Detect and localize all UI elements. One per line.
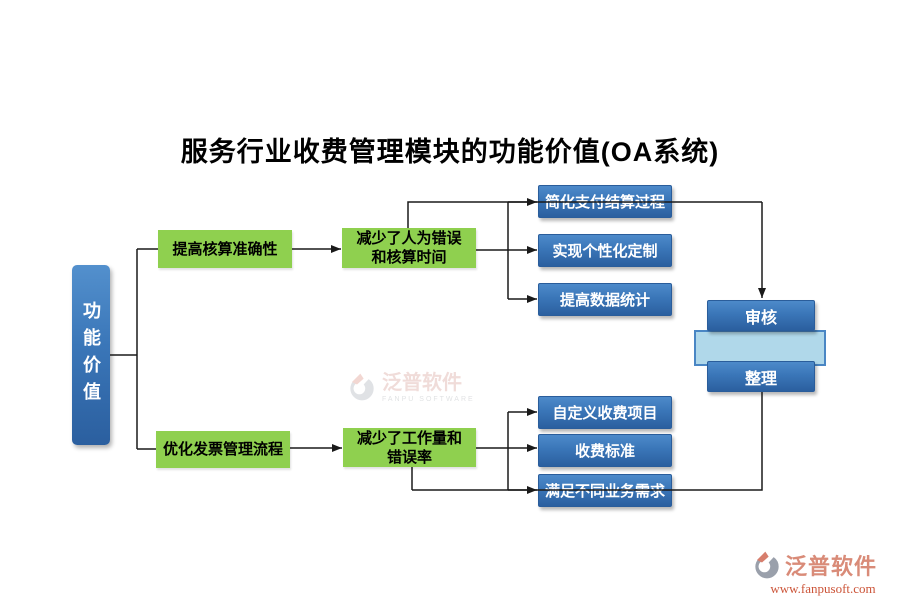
node-label: 自定义收费项目 [552,405,658,422]
node-label: 收费标准 [574,443,635,460]
node-improve-data-statistics: 提高数据统计 [538,283,672,316]
watermark-brand: 泛普软件 [382,372,462,394]
root-node-label: 功能价值 [81,301,101,409]
fanpu-logo-icon [350,373,374,401]
page-title: 服务行业收费管理模块的功能价值(OA系统) [180,137,720,167]
node-label: 审核 [744,309,777,327]
node-meet-business-needs: 满足不同业务需求 [538,474,672,507]
watermark-subtitle: FANPU SOFTWARE [382,396,475,403]
node-label: 简化支付结算过程 [544,194,665,211]
watermark: 泛普软件 FANPU SOFTWARE [347,372,487,403]
footer-brand: 泛普软件 [785,554,878,579]
node-label: 提高核算准确性 [172,240,278,258]
node-simplify-payment-settlement: 简化支付结算过程 [538,185,672,218]
node-label-line2: 错误率 [386,448,432,466]
node-label: 整理 [744,370,777,388]
node-label-line2: 和核算时间 [371,249,447,266]
node-custom-charge-items: 自定义收费项目 [538,396,672,429]
node-label-line1: 减少了人为错误 [356,230,462,247]
node-label-line1: 减少了工作量和 [356,429,462,447]
node-label: 优化发票管理流程 [162,441,283,458]
root-node-functional-value: 功能价值 [72,265,110,445]
node-label: 实现个性化定制 [552,243,658,260]
node-optimize-invoice-flow: 优化发票管理流程 [156,431,290,468]
node-charging-standards: 收费标准 [538,434,672,467]
node-label: 提高数据统计 [559,292,650,309]
process-step-organize: 整理 [707,361,815,392]
node-label: 满足不同业务需求 [544,483,665,500]
footer-website: www.fanpusoft.com [770,581,876,596]
node-reduce-human-error: 减少了人为错误 和核算时间 [342,228,476,268]
footer-logo: 泛普软件 www.fanpusoft.com [752,549,894,597]
node-improve-accounting-accuracy: 提高核算准确性 [158,230,292,268]
node-reduce-workload: 减少了工作量和 错误率 [343,428,476,467]
fanpu-logo-icon [755,551,779,579]
node-personalized-customization: 实现个性化定制 [538,234,672,267]
process-step-review: 审核 [707,300,815,331]
